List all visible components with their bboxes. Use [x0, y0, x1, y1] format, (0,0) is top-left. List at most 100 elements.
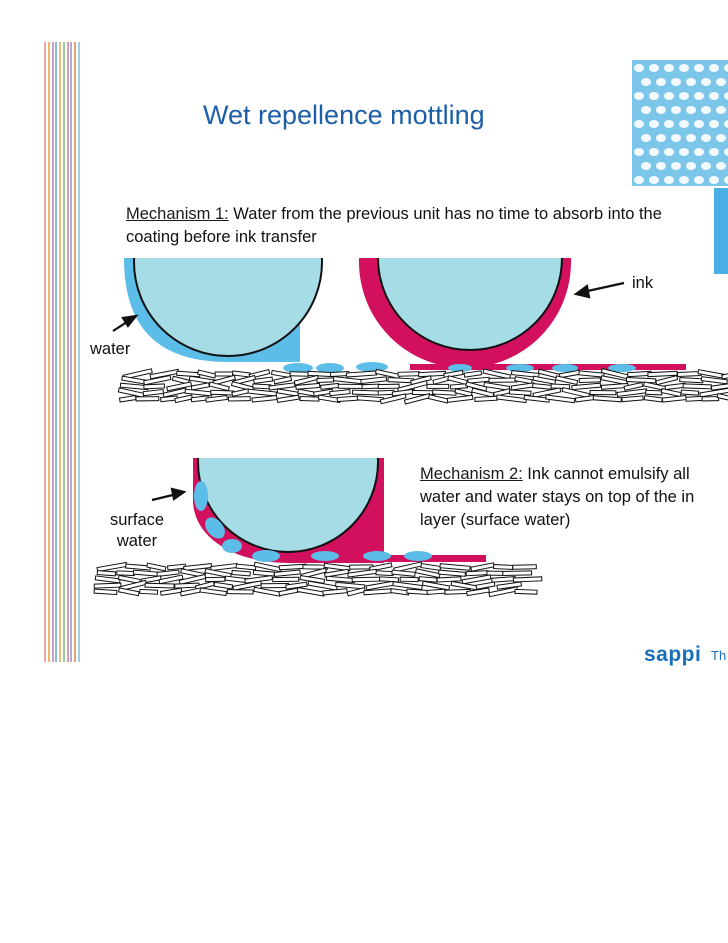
mottled-print-photo — [632, 60, 728, 186]
coating-particle — [375, 570, 394, 577]
coating-particle — [643, 395, 663, 403]
coating-particle — [387, 377, 414, 384]
coating-particle — [335, 581, 366, 590]
coating-particle — [297, 388, 316, 397]
coating-particle — [523, 394, 550, 403]
coating-particle — [721, 368, 728, 380]
coating-particle — [210, 562, 238, 572]
mechanism-2-line-3: layer (surface water) — [420, 511, 571, 529]
coating-particle — [295, 382, 321, 390]
surface-water-label: surface water — [106, 510, 168, 552]
stripe — [51, 42, 54, 662]
coating-particle — [196, 369, 217, 379]
photo-dot — [649, 92, 659, 100]
coating-particle — [351, 576, 382, 583]
coating-particle — [482, 368, 512, 380]
mechanism-2-line-2: water and water stays on top of the in — [420, 488, 695, 506]
coating-particle — [156, 569, 180, 577]
roller-3 — [197, 458, 379, 553]
stripe — [55, 42, 58, 662]
photo-dot — [679, 120, 689, 128]
coating-particle — [700, 376, 728, 385]
coating-particle — [178, 573, 207, 585]
coating-particle — [205, 576, 226, 583]
coating-particle — [184, 388, 213, 397]
coating-particle — [574, 395, 595, 403]
photo-dot — [701, 134, 711, 142]
coating-particle — [135, 396, 160, 402]
coating-particle — [322, 588, 348, 596]
photo-dot — [671, 106, 681, 114]
coating-particle — [336, 395, 361, 403]
coating-particle — [289, 371, 310, 377]
ink-label: ink — [632, 274, 654, 292]
photo-dot — [686, 162, 696, 170]
coating-particle — [260, 582, 290, 589]
coating-particle — [438, 569, 466, 577]
coating-particle — [183, 562, 213, 572]
coating-particle — [235, 563, 257, 571]
photo-dot — [664, 64, 674, 72]
coating-particle — [471, 387, 495, 398]
arrows — [112, 281, 625, 502]
mechanism-1-description: Mechanism 1: Water from the previous uni… — [126, 203, 686, 249]
coating-particle — [158, 574, 184, 585]
coating-particle — [427, 393, 449, 404]
coating-particle — [377, 383, 400, 390]
coating-particle — [555, 375, 579, 386]
coating-particle — [532, 375, 557, 385]
photo-dot — [724, 92, 728, 100]
coating-particle — [406, 588, 430, 595]
stripe — [59, 42, 62, 662]
coating-particle — [329, 388, 351, 397]
coating-particle — [273, 375, 293, 385]
photo-dot — [664, 92, 674, 100]
coating-particle — [247, 388, 277, 397]
coating-particle — [143, 375, 172, 386]
decorative-stripes — [44, 42, 80, 662]
photo-dot — [634, 176, 644, 184]
photo-dot — [701, 106, 711, 114]
coating-particle — [679, 377, 704, 384]
coating-particle — [578, 370, 605, 378]
photo-dot — [671, 162, 681, 170]
photo-dot — [671, 134, 681, 142]
coating-particle — [253, 376, 274, 384]
coating-particle — [418, 576, 438, 583]
coating-particle — [356, 395, 385, 403]
coating-particle — [224, 575, 249, 584]
coating-particle — [680, 389, 700, 396]
coating-particle — [142, 388, 165, 397]
mechanism-2-description: Mechanism 2: Ink cannot emulsify all wat… — [420, 463, 728, 532]
photo-dot — [724, 148, 728, 156]
coating-particle — [392, 581, 423, 591]
coating-particle — [512, 564, 537, 570]
coating-particle — [699, 387, 728, 398]
photo-dot — [694, 92, 704, 100]
photo-dot — [709, 120, 719, 128]
photo-dot — [694, 148, 704, 156]
surface-water-droplets-roller — [194, 481, 280, 562]
coating-particle — [600, 375, 629, 386]
coating-particle — [414, 568, 441, 579]
mechanism-2-heading: Mechanism 2: — [420, 465, 523, 483]
ink-arrow — [573, 281, 625, 299]
coating-particle — [514, 376, 533, 385]
coating-particle — [496, 394, 527, 404]
coating-particle — [439, 563, 471, 571]
coating-particle — [174, 394, 194, 404]
coating-particle — [625, 377, 657, 384]
coating-particle — [320, 382, 340, 390]
coating-particle — [139, 588, 159, 595]
coating-particle — [316, 377, 335, 384]
photo-dot — [686, 78, 696, 86]
surface-water-droplets-bottom — [311, 551, 432, 561]
coating-particle — [94, 575, 121, 584]
coating-particle — [323, 568, 350, 578]
paper-coating-top — [117, 368, 728, 405]
coating-particle — [252, 383, 272, 390]
coating-particle — [347, 568, 378, 578]
coating-particle — [432, 375, 451, 385]
surface-water-label-line-1: surface — [109, 511, 165, 529]
coating-particle — [496, 581, 523, 590]
